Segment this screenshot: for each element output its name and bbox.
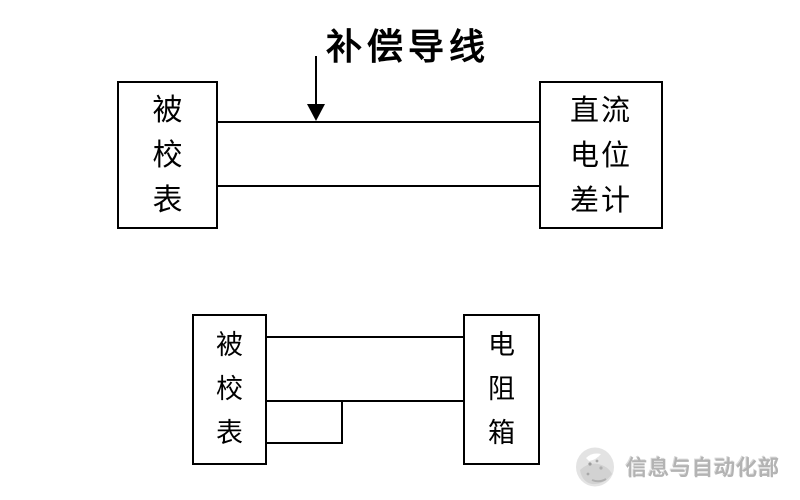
box-text-line: 阻	[488, 373, 515, 405]
top-diagram-lower-wire	[218, 185, 539, 187]
bottom-diagram-stub-riser	[341, 400, 343, 444]
box-dc-potentiometer: 直流 电位 差计	[539, 81, 663, 229]
watermark: 信息与自动化部	[574, 444, 780, 490]
box-text-line: 箱	[488, 417, 515, 449]
watermark-text: 信息与自动化部	[626, 456, 780, 480]
down-arrow-head-icon	[307, 104, 325, 121]
box-text-line: 被	[216, 329, 243, 361]
box-text-line: 电位	[569, 137, 632, 172]
bottom-diagram-stub-wire	[265, 442, 343, 444]
down-arrow-icon	[315, 56, 317, 106]
box-text-line: 校	[216, 373, 243, 405]
compensation-wire-label: 补偿导线	[326, 27, 491, 68]
swirl-logo-icon	[576, 447, 614, 487]
box-meter-under-test-bottom: 被 校 表	[192, 314, 267, 465]
bottom-diagram-upper-wire	[265, 336, 463, 338]
top-diagram-upper-wire	[218, 121, 539, 123]
box-text-line: 差计	[569, 182, 632, 217]
box-text-line: 被	[152, 92, 183, 128]
box-text-line: 直流	[569, 92, 632, 127]
box-text-line: 校	[152, 137, 183, 173]
box-text-line: 电	[488, 329, 515, 361]
box-resistance-box: 电 阻 箱	[463, 314, 540, 465]
box-text-line: 表	[216, 417, 243, 449]
bottom-diagram-middle-wire	[265, 400, 463, 402]
box-text-line: 表	[152, 182, 183, 218]
box-meter-under-test-top: 被 校 表	[117, 81, 218, 229]
